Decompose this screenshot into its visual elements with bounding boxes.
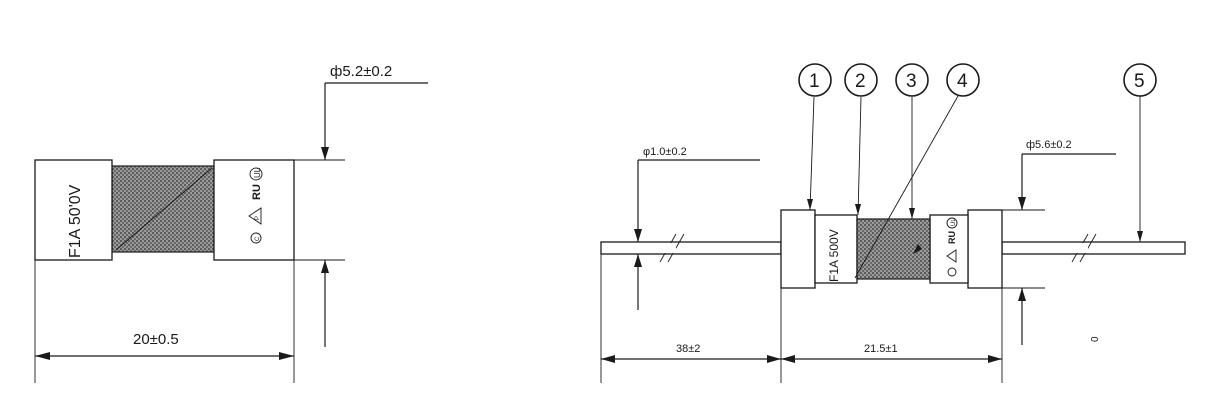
svg-text:P: P [255, 216, 261, 220]
lead-wire-left [600, 241, 782, 255]
callout-3: 3 [895, 63, 929, 219]
left-diameter-label: ф5.2±0.2 [330, 63, 392, 80]
callout-2-label: 2 [855, 71, 866, 92]
left-fuse-element-line [115, 167, 213, 251]
right-length-dimensions: 38±2 21.5±1 [600, 254, 1003, 383]
svg-text:C: C [255, 236, 261, 241]
left-fuse-end-cap-left [34, 159, 113, 261]
callout-5: 5 [1123, 63, 1157, 242]
callout-1: 1 [798, 63, 832, 211]
body-length-label: 21.5±1 [864, 343, 898, 355]
callout-3-label: 3 [906, 71, 917, 92]
right-end-cap-right [929, 214, 969, 284]
callout-2: 2 [844, 63, 878, 216]
stray-mark: 0 [1090, 336, 1101, 342]
ul-mark-icon: UL [249, 167, 263, 181]
svg-text:RU: RU [947, 231, 957, 244]
lead-break-mark-left [659, 233, 685, 263]
left-diameter-dimension: ф5.2±0.2 [294, 63, 428, 347]
svg-text:RU: RU [251, 184, 263, 200]
svg-text:UL: UL [951, 218, 957, 226]
pse-triangle-icon: P [248, 207, 262, 225]
pse-triangle-icon-small [946, 249, 957, 263]
right-lead-cap-right [967, 209, 1003, 289]
lead-length-label: 38±2 [676, 343, 700, 355]
body-diameter-dimension: ф5.6±0.2 [1002, 139, 1116, 345]
callout-5-label: 5 [1134, 71, 1145, 92]
callout-4-label: 4 [957, 71, 968, 92]
right-cert-marks: UL RU [946, 217, 958, 277]
ul-mark-icon-small: UL [946, 217, 958, 229]
callout-1-label: 1 [809, 71, 820, 92]
left-fuse-end-cap-right [213, 159, 295, 261]
left-length-label: 20±0.5 [133, 331, 179, 348]
left-rating-label: F1A 50'0V [67, 184, 84, 258]
ce-circle-icon: C [250, 232, 262, 244]
left-length-dimension: 20±0.5 [34, 260, 295, 383]
callout-4: 4 [854, 63, 980, 279]
left-fuse-view: F1A 50'0V UL RU P C [34, 63, 428, 383]
body-diameter-label: ф5.6±0.2 [1026, 139, 1072, 151]
lead-break-mark-right [1071, 233, 1097, 263]
ul-recognized-mark-icon-small: RU [947, 231, 957, 244]
right-rating-label: F1A 500V [827, 229, 841, 282]
ce-circle-icon-small [947, 267, 957, 277]
lead-diameter-dimension: φ1.0±0.2 [634, 146, 760, 310]
right-lead-cap-left [780, 209, 816, 289]
ul-recognized-mark-icon: RU [251, 184, 263, 200]
left-cert-marks: UL RU P C [248, 167, 263, 244]
right-fuse-view: F1A 500V UL RU φ1.0±0.2 [600, 63, 1186, 383]
svg-text:UL: UL [253, 167, 262, 178]
lead-wire-right [1001, 241, 1186, 255]
lead-diameter-label: φ1.0±0.2 [643, 146, 687, 158]
